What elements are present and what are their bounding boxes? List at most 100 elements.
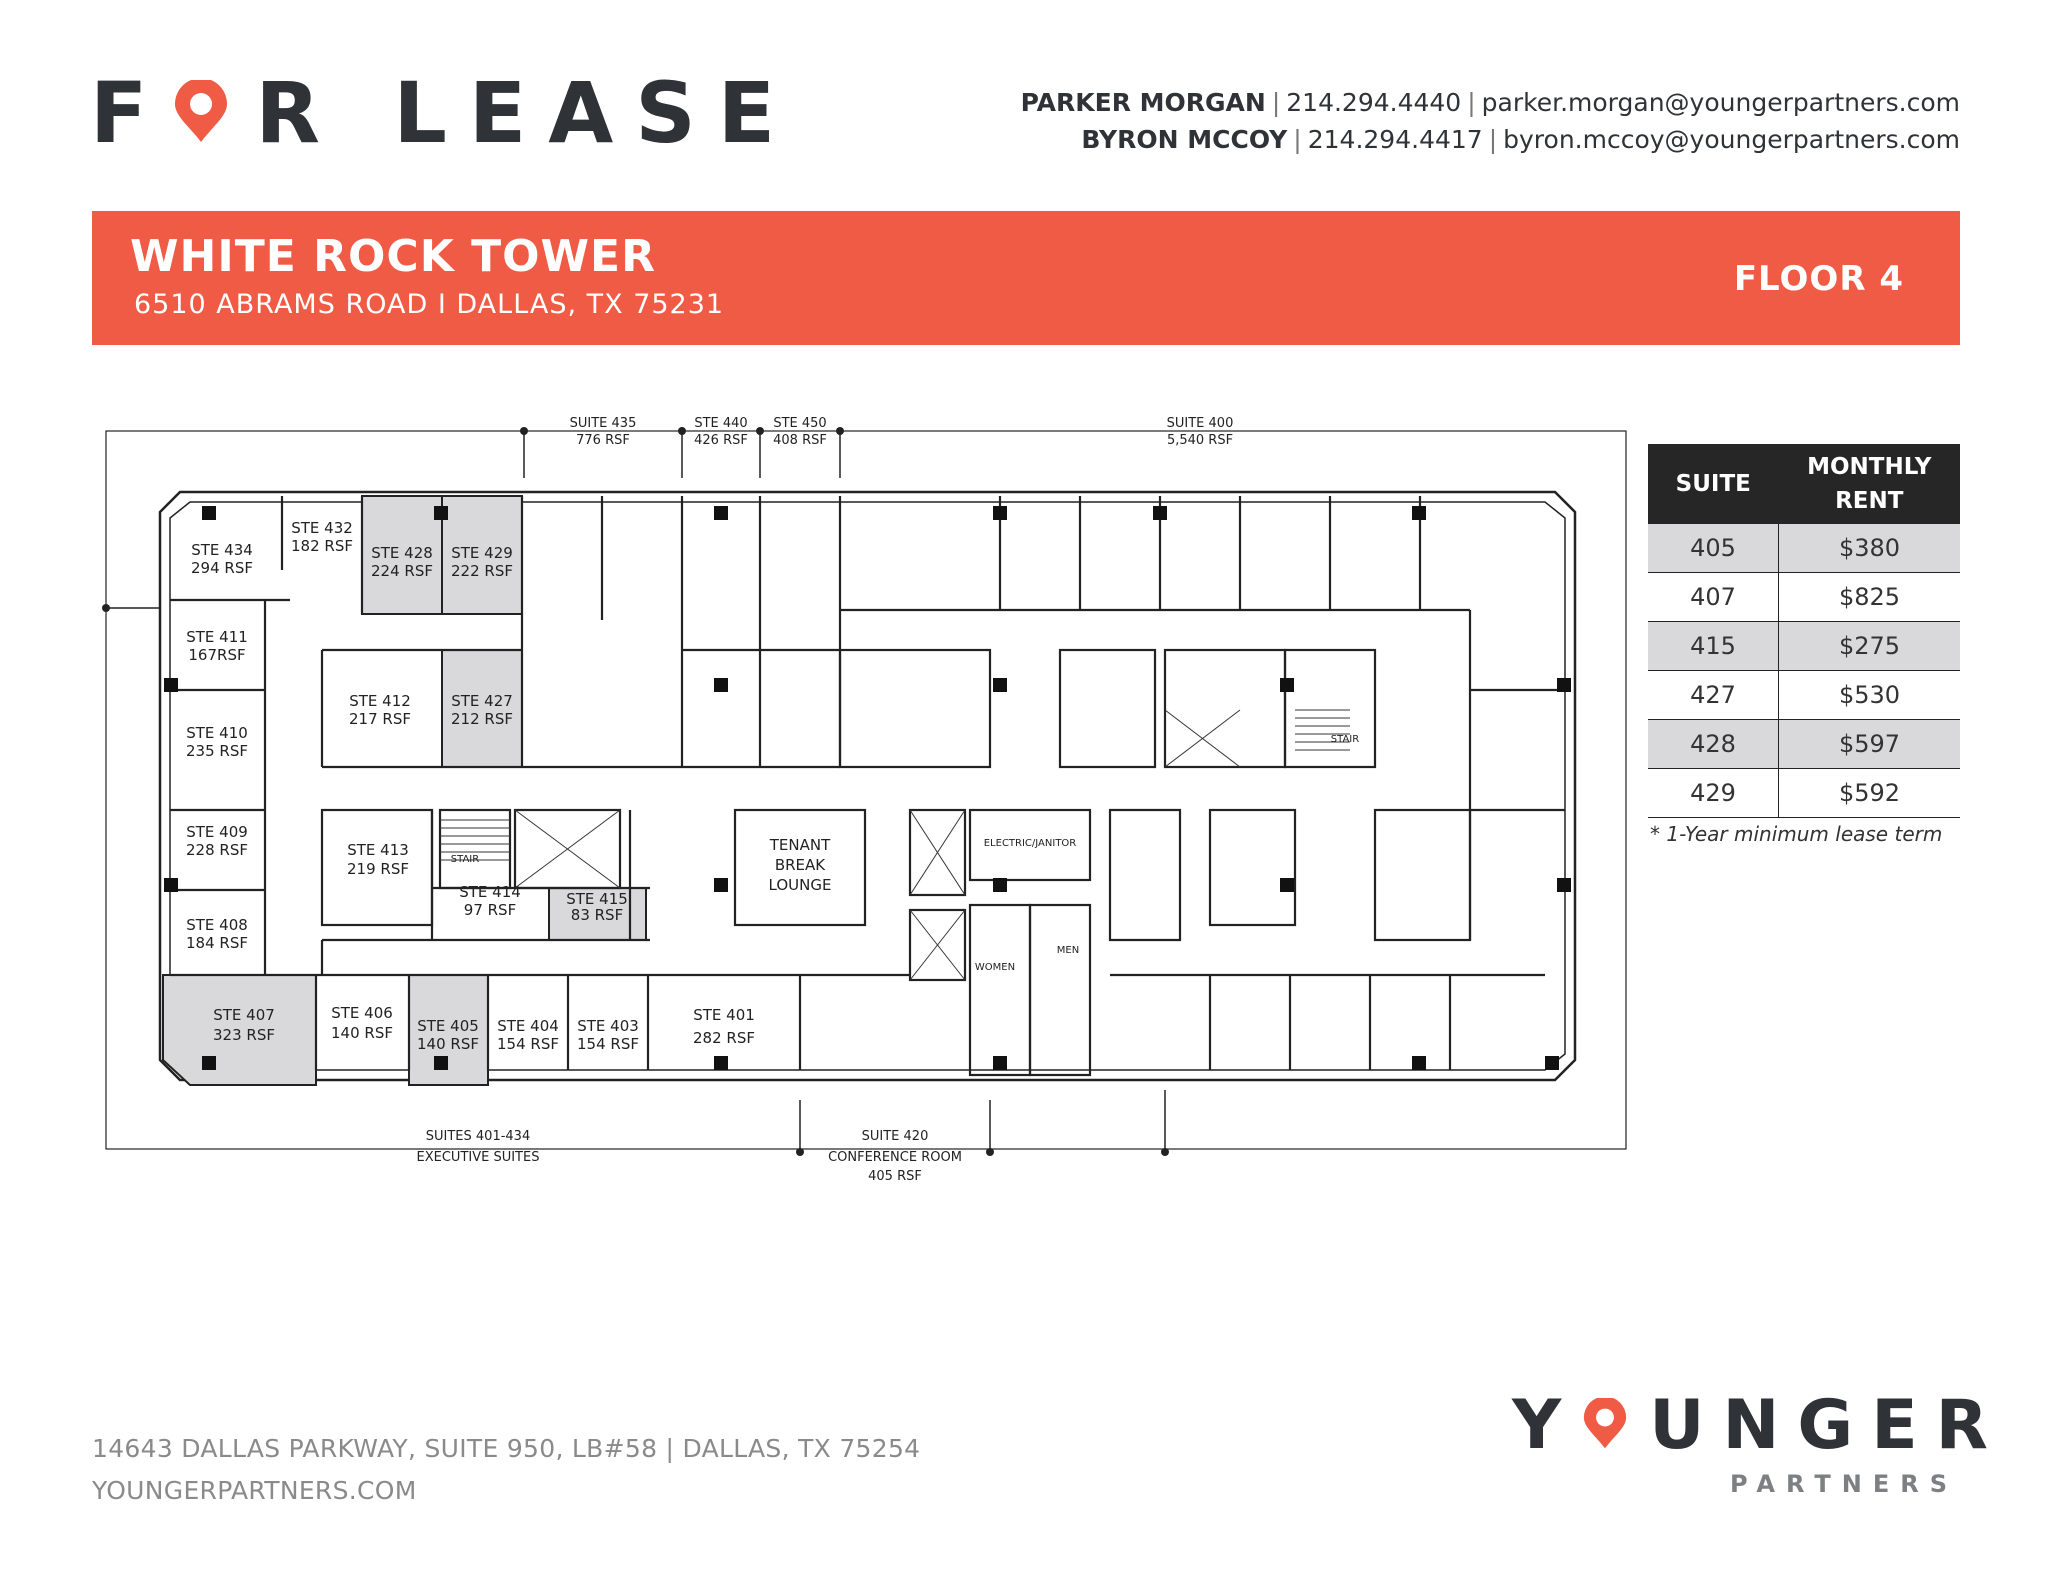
dim-label-suite-420-rsf: 405 RSF — [868, 1169, 922, 1184]
suite-403-rsf: 154 RSF — [577, 1035, 639, 1053]
suite-427-rsf: 212 RSF — [451, 710, 513, 728]
lounge-label-3: LOUNGE — [769, 876, 832, 894]
women-restroom-label: WOMEN — [975, 962, 1015, 973]
suite-429-rsf: 222 RSF — [451, 562, 513, 580]
suite-401-rsf: 282 RSF — [693, 1029, 755, 1047]
floor-label: FLOOR 4 — [1733, 259, 1904, 299]
footer-address: 14643 DALLAS PARKWAY, SUITE 950, LB#58 |… — [92, 1434, 921, 1463]
suite-415-label: STE 415 — [566, 890, 628, 908]
table-row: 429$592 — [1648, 768, 1960, 818]
property-banner: WHITE ROCK TOWER 6510 ABRAMS ROAD I DALL… — [92, 211, 1960, 345]
dim-label-suite-420-sub: CONFERENCE ROOM — [828, 1150, 962, 1165]
suite-429-label: STE 429 — [451, 544, 513, 562]
logo-rest: R LEASE — [255, 64, 798, 162]
contact-phone[interactable]: 214.294.4440 — [1286, 88, 1462, 117]
rent-suite: 405 — [1648, 524, 1779, 573]
suite-404-rsf: 154 RSF — [497, 1035, 559, 1053]
dim-label-suite-435-rsf: 776 RSF — [576, 433, 630, 448]
contact-row: PARKER MORGAN|214.294.4440|parker.morgan… — [1020, 88, 1960, 117]
suite-432-rsf: 182 RSF — [291, 537, 353, 555]
suite-405-rsf: 140 RSF — [417, 1035, 479, 1053]
table-row: 407$825 — [1648, 572, 1960, 622]
suite-412-label: STE 412 — [349, 692, 411, 710]
suite-403-label: STE 403 — [577, 1017, 639, 1035]
building-address: 6510 ABRAMS ROAD I DALLAS, TX 75231 — [134, 289, 725, 320]
lease-term-note: * 1-Year minimum lease term — [1650, 822, 1943, 846]
dim-label-ste-440-rsf: 426 RSF — [694, 433, 748, 448]
table-row: 405$380 — [1648, 524, 1960, 573]
table-row: 427$530 — [1648, 670, 1960, 720]
rent-value: $530 — [1778, 670, 1960, 720]
suite-427-label: STE 427 — [451, 692, 513, 710]
contact-row: BYRON MCCOY|214.294.4417|byron.mccoy@you… — [1081, 125, 1960, 154]
younger-logo: Y UNGER — [1512, 1386, 2006, 1466]
suite-413-rsf: 219 RSF — [347, 860, 409, 878]
dim-label-exec-suites-sub: EXECUTIVE SUITES — [417, 1150, 540, 1165]
rent-value: $275 — [1778, 621, 1960, 671]
footer-address-block: 14643 DALLAS PARKWAY, SUITE 950, LB#58 |… — [92, 1428, 920, 1512]
rent-header-rent: MONTHLY RENT — [1778, 444, 1960, 524]
stair-label-east: STAIR — [1331, 734, 1359, 745]
rent-suite: 427 — [1648, 670, 1779, 720]
table-row: 428$597 — [1648, 719, 1960, 769]
suite-408-label: STE 408 — [186, 916, 248, 934]
suite-407-rsf: 323 RSF — [213, 1026, 275, 1044]
lounge-label-1: TENANT — [769, 836, 831, 854]
brand-letter-y: Y — [1512, 1386, 1580, 1465]
suite-401-label: STE 401 — [693, 1006, 755, 1024]
footer-website[interactable]: YOUNGERPARTNERS.COM — [92, 1476, 417, 1505]
contact-email[interactable]: parker.morgan@youngerpartners.com — [1481, 88, 1960, 117]
rent-suite: 428 — [1648, 719, 1779, 769]
contact-name: PARKER MORGAN — [1020, 88, 1266, 117]
suite-410-rsf: 235 RSF — [186, 742, 248, 760]
building-name: WHITE ROCK TOWER — [130, 231, 656, 282]
suite-406-label: STE 406 — [331, 1004, 393, 1022]
electrical-janitor-label: ELECTRIC/JANITOR — [984, 838, 1077, 849]
suite-409-label: STE 409 — [186, 823, 248, 841]
suite-412-rsf: 217 RSF — [349, 710, 411, 728]
suite-428-label: STE 428 — [371, 544, 433, 562]
rent-table: SUITE MONTHLY RENT 405$380 407$825 415$2… — [1648, 444, 1960, 818]
contact-name: BYRON MCCOY — [1081, 125, 1288, 154]
contact-email[interactable]: byron.mccoy@youngerpartners.com — [1503, 125, 1960, 154]
suite-411-rsf: 167RSF — [188, 646, 245, 664]
suite-411-label: STE 411 — [186, 628, 248, 646]
lounge-label-2: BREAK — [775, 856, 826, 874]
dim-label-ste-450: STE 450 — [773, 416, 826, 431]
suite-410-label: STE 410 — [186, 724, 248, 742]
suite-432-label: STE 432 — [291, 519, 353, 537]
map-pin-icon — [1579, 1388, 1631, 1449]
dim-label-suite-400-rsf: 5,540 RSF — [1167, 433, 1233, 448]
suite-434-rsf: 294 RSF — [191, 559, 253, 577]
brand-rest: UNGER — [1649, 1386, 2007, 1465]
dim-label-ste-440: STE 440 — [694, 416, 747, 431]
floor-plan: SUITE 435 776 RSF STE 440 426 RSF STE 45… — [102, 416, 1627, 1184]
rent-value: $597 — [1778, 719, 1960, 769]
rent-value: $592 — [1778, 768, 1960, 818]
men-restroom-label: MEN — [1057, 945, 1079, 956]
suite-405-label: STE 405 — [417, 1017, 479, 1035]
dim-label-ste-450-rsf: 408 RSF — [773, 433, 827, 448]
suite-406-rsf: 140 RSF — [331, 1024, 393, 1042]
contact-phone[interactable]: 214.294.4417 — [1307, 125, 1483, 154]
rent-value: $825 — [1778, 572, 1960, 622]
suite-414-rsf: 97 RSF — [464, 901, 516, 919]
dim-label-suite-420: SUITE 420 — [862, 1129, 929, 1144]
rent-header-suite: SUITE — [1648, 444, 1779, 524]
rent-suite: 429 — [1648, 768, 1779, 818]
dim-label-suite-400: SUITE 400 — [1167, 416, 1234, 431]
rent-suite: 415 — [1648, 621, 1779, 671]
brand-partners: PARTNERS — [1730, 1470, 1958, 1498]
table-row: 415$275 — [1648, 621, 1960, 671]
suite-413-label: STE 413 — [347, 841, 409, 859]
rent-suite: 407 — [1648, 572, 1779, 622]
map-pin-icon — [169, 60, 233, 142]
suite-408-rsf: 184 RSF — [186, 934, 248, 952]
suite-404-label: STE 404 — [497, 1017, 559, 1035]
suite-428-rsf: 224 RSF — [371, 562, 433, 580]
rent-value: $380 — [1778, 524, 1960, 573]
dim-label-exec-suites: SUITES 401-434 — [426, 1129, 530, 1144]
suite-414-label: STE 414 — [459, 883, 521, 901]
suite-415-rsf: 83 RSF — [571, 906, 623, 924]
